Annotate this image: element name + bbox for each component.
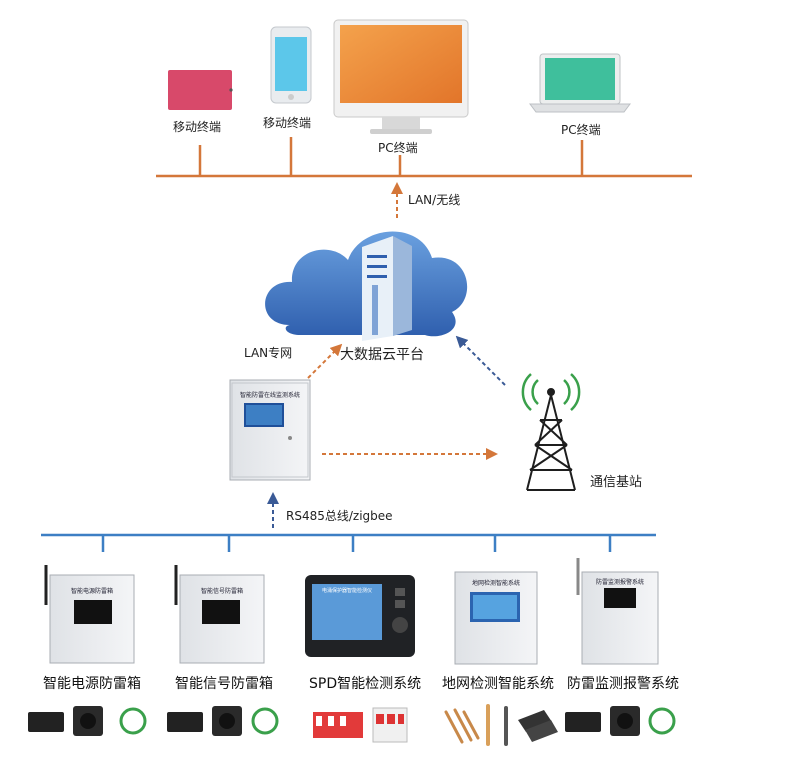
- tower-to-cloud-arrow: [455, 335, 506, 386]
- rs485-label: RS485总线/zigbee: [286, 509, 393, 523]
- spd-modules-row: [313, 707, 408, 743]
- gateway-panel-title: 智能防雷在线监测系统: [239, 392, 300, 399]
- sensor-row-3: [565, 706, 676, 736]
- subsystem-label-ground: 地网检测智能系统: [442, 676, 554, 692]
- terminal-label-laptop: PC终端: [561, 123, 601, 137]
- subsystem-panel-title-4: 地网检测智能系统: [471, 580, 520, 587]
- tower-icon: [521, 373, 581, 491]
- tablet-icon: [168, 70, 233, 110]
- terminal-bus: [156, 137, 692, 178]
- ground-electrodes-row: [444, 704, 558, 746]
- subsystem-panel-title-3: 电涌保护器智能检测仪: [321, 588, 372, 594]
- terminal-label-phone: 移动终端: [263, 116, 312, 130]
- device-bus: [41, 533, 656, 552]
- sensor-row-1: [28, 706, 147, 736]
- subsystem-label-alarm: 防雷监测报警系统: [567, 676, 679, 692]
- phone-icon: [270, 26, 312, 104]
- subsystem-label-power: 智能电源防雷箱: [43, 676, 141, 692]
- power-spd-box-icon: [44, 565, 135, 664]
- monitor-icon: [333, 19, 469, 134]
- spd-tester-icon: [305, 575, 415, 657]
- terminal-label-tablet: 移动终端: [173, 120, 222, 134]
- signal-spd-box-icon: [174, 565, 265, 664]
- terminal-label-monitor: PC终端: [378, 141, 418, 155]
- gateway-to-cloud-arrow: [307, 343, 343, 379]
- sensor-row-2: [167, 706, 279, 736]
- cloud-server-icon: [265, 231, 468, 341]
- laptop-icon: [529, 53, 631, 113]
- subsystem-panel-title-2: 智能信号防雷箱: [200, 588, 243, 595]
- alarm-monitor-box-icon: [576, 558, 659, 665]
- ground-grid-box-icon: [454, 571, 538, 665]
- base-station-label: 通信基站: [590, 475, 643, 490]
- cloud-label: 大数据云平台: [340, 347, 424, 363]
- subsystem-label-signal: 智能信号防雷箱: [175, 676, 273, 692]
- subsystem-panel-title-5: 防雷监测报警系统: [595, 579, 644, 586]
- lan-wireless-label: LAN/无线: [408, 193, 461, 207]
- gateway-cabinet-icon: [229, 379, 311, 481]
- lan-private-label: LAN专网: [244, 346, 293, 360]
- subsystem-panel-title-1: 智能电源防雷箱: [70, 588, 113, 595]
- subsystem-label-spd: SPD智能检测系统: [309, 676, 422, 692]
